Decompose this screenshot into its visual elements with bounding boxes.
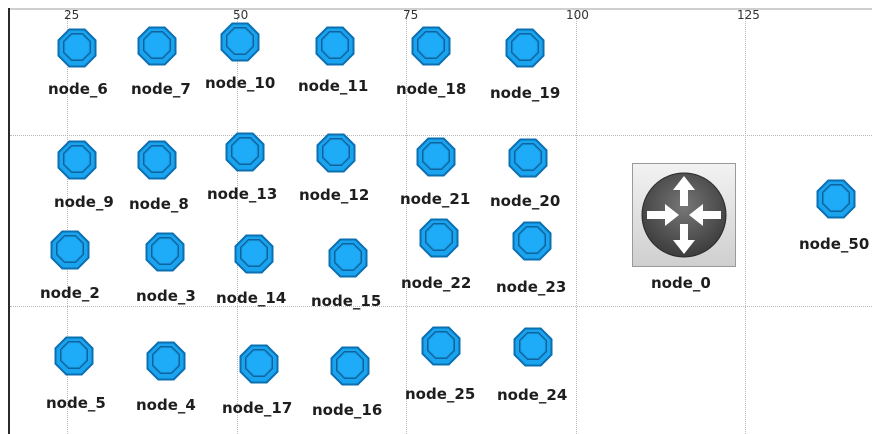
axis-tick-label: 75 xyxy=(403,8,419,22)
octagon-node-icon xyxy=(411,26,451,66)
node-label: node_8 xyxy=(129,195,189,213)
node-label: node_2 xyxy=(40,284,100,302)
node-label: node_18 xyxy=(396,80,467,98)
network-node[interactable] xyxy=(412,133,460,181)
axis-tick-label: 25 xyxy=(64,8,80,22)
node-label: node_17 xyxy=(222,399,293,417)
network-node[interactable] xyxy=(311,22,359,70)
network-node[interactable] xyxy=(324,234,372,282)
network-node[interactable] xyxy=(46,226,94,274)
network-node[interactable] xyxy=(812,175,860,223)
octagon-node-icon xyxy=(57,28,97,68)
router-label: node_0 xyxy=(651,274,711,292)
network-node[interactable] xyxy=(133,136,181,184)
octagon-node-icon xyxy=(421,326,461,366)
node-label: node_25 xyxy=(405,385,476,403)
grid-hline xyxy=(10,135,872,136)
network-node[interactable] xyxy=(509,323,557,371)
octagon-node-icon xyxy=(416,137,456,177)
octagon-node-icon xyxy=(316,133,356,173)
node-label: node_14 xyxy=(216,289,287,307)
grid-hline xyxy=(10,306,872,307)
octagon-node-icon xyxy=(330,346,370,386)
node-label: node_13 xyxy=(207,185,278,203)
network-node[interactable] xyxy=(235,340,283,388)
octagon-node-icon xyxy=(225,132,265,172)
octagon-node-icon xyxy=(512,221,552,261)
network-node[interactable] xyxy=(133,22,181,70)
node-label: node_50 xyxy=(799,235,870,253)
grid-vline xyxy=(745,10,746,434)
network-node[interactable] xyxy=(312,129,360,177)
network-node[interactable] xyxy=(407,22,455,70)
node-label: node_10 xyxy=(205,74,276,92)
network-node[interactable] xyxy=(216,18,264,66)
node-label: node_4 xyxy=(136,396,196,414)
node-label: node_9 xyxy=(54,193,114,211)
node-label: node_11 xyxy=(298,77,369,95)
octagon-node-icon xyxy=(816,179,856,219)
node-label: node_7 xyxy=(131,80,191,98)
network-node[interactable] xyxy=(50,332,98,380)
network-node[interactable] xyxy=(326,342,374,390)
octagon-node-icon xyxy=(505,28,545,68)
octagon-node-icon xyxy=(137,26,177,66)
network-node[interactable] xyxy=(415,214,463,262)
node-label: node_12 xyxy=(299,186,370,204)
network-node[interactable] xyxy=(53,24,101,72)
node-label: node_19 xyxy=(490,84,561,102)
grid-vline xyxy=(406,10,407,434)
grid-vline xyxy=(237,10,238,434)
node-label: node_5 xyxy=(46,394,106,412)
grid-vline xyxy=(67,10,68,434)
octagon-node-icon xyxy=(145,232,185,272)
octagon-node-icon xyxy=(315,26,355,66)
network-node[interactable] xyxy=(504,134,552,182)
octagon-node-icon xyxy=(137,140,177,180)
octagon-node-icon xyxy=(513,327,553,367)
node-label: node_15 xyxy=(311,292,382,310)
router-icon xyxy=(641,172,727,258)
network-node[interactable] xyxy=(53,136,101,184)
octagon-node-icon xyxy=(508,138,548,178)
axis-tick-label: 125 xyxy=(737,8,760,22)
octagon-node-icon xyxy=(50,230,90,270)
octagon-node-icon xyxy=(54,336,94,376)
axis-tick-label: 100 xyxy=(566,8,589,22)
network-node[interactable] xyxy=(141,228,189,276)
node-label: node_24 xyxy=(497,386,568,404)
octagon-node-icon xyxy=(239,344,279,384)
axis-tick-label: 50 xyxy=(233,8,249,22)
octagon-node-icon xyxy=(419,218,459,258)
network-node[interactable] xyxy=(501,24,549,72)
node-label: node_6 xyxy=(48,80,108,98)
node-label: node_20 xyxy=(490,192,561,210)
network-node[interactable] xyxy=(417,322,465,370)
network-node[interactable] xyxy=(230,230,278,278)
network-node[interactable] xyxy=(142,337,190,385)
octagon-node-icon xyxy=(328,238,368,278)
octagon-node-icon xyxy=(234,234,274,274)
grid-vline xyxy=(576,10,577,434)
node-label: node_16 xyxy=(312,401,383,419)
router-node-0[interactable] xyxy=(632,163,736,267)
network-node[interactable] xyxy=(221,128,269,176)
octagon-node-icon xyxy=(146,341,186,381)
canvas-left-border xyxy=(8,8,10,434)
node-label: node_3 xyxy=(136,287,196,305)
node-label: node_23 xyxy=(496,278,567,296)
octagon-node-icon xyxy=(57,140,97,180)
node-label: node_21 xyxy=(400,190,471,208)
canvas-top-border xyxy=(8,8,872,10)
node-label: node_22 xyxy=(401,274,472,292)
network-node[interactable] xyxy=(508,217,556,265)
octagon-node-icon xyxy=(220,22,260,62)
